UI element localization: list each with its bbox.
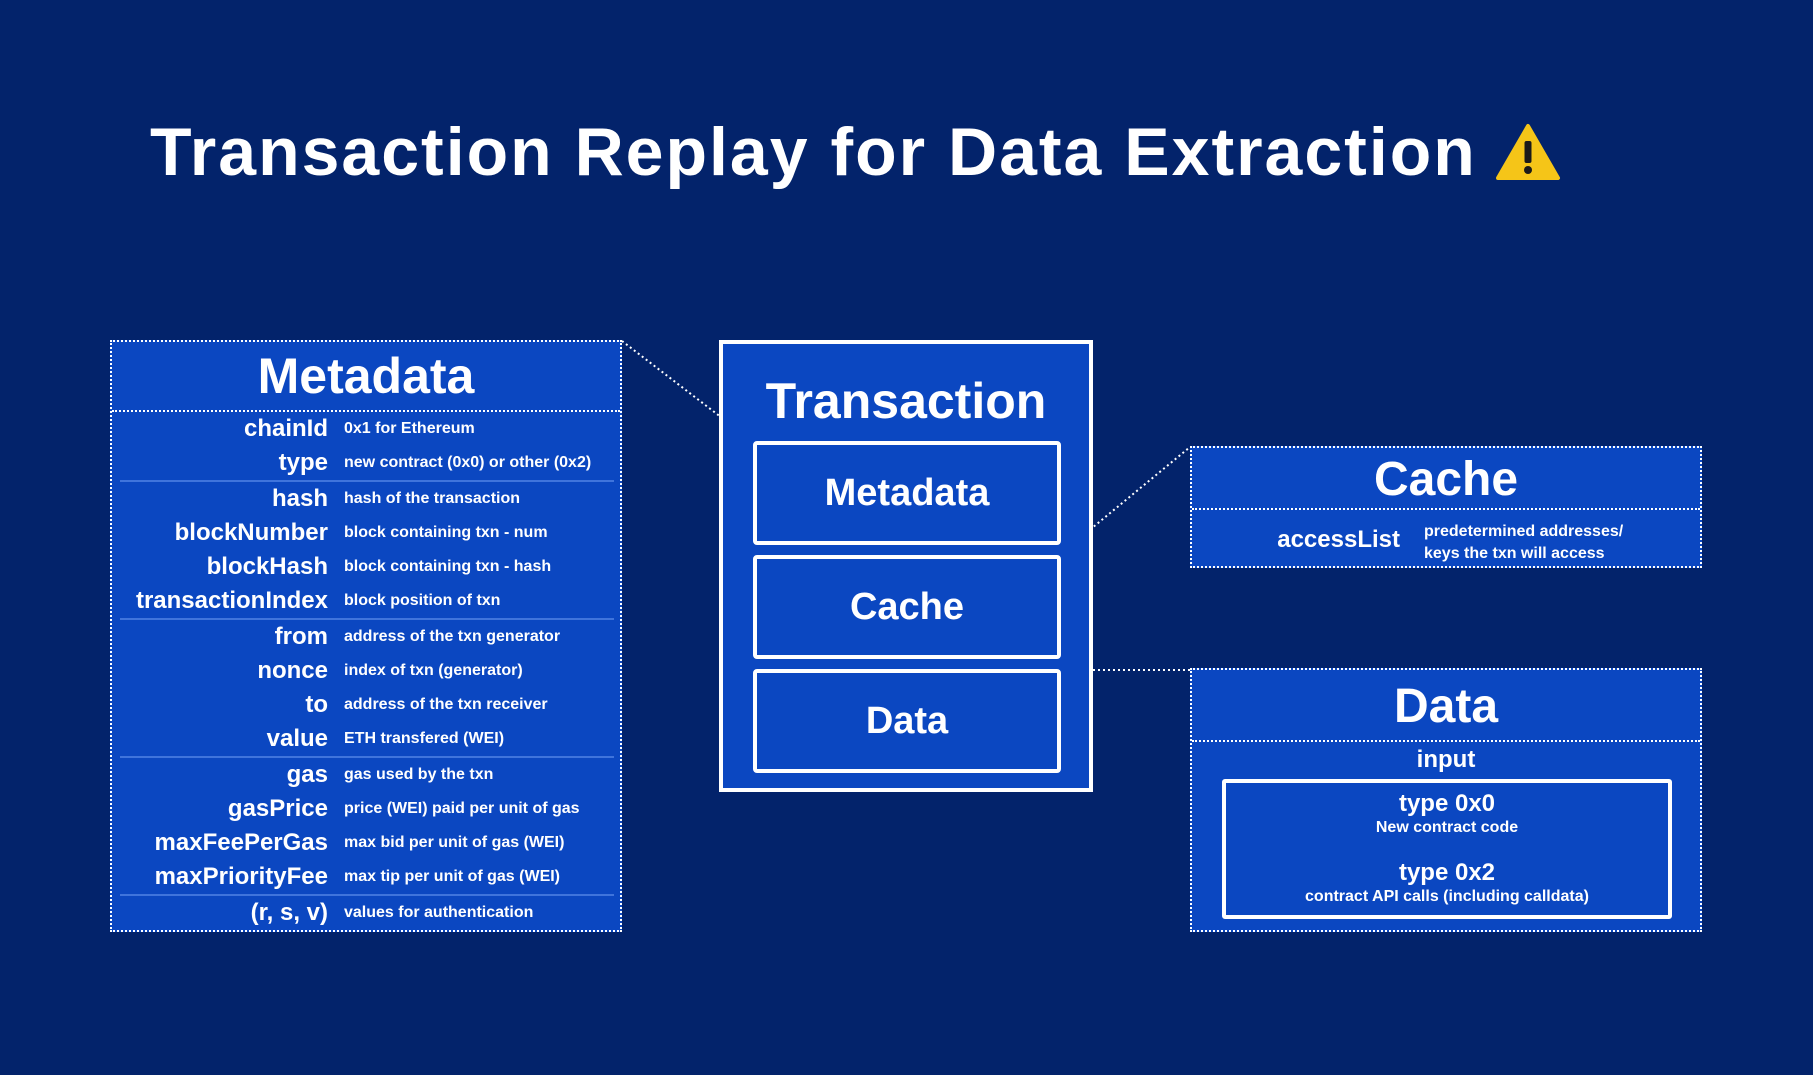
data-input-label: input <box>1416 746 1476 773</box>
metadata-field-row: transactionIndex block position of txn <box>112 584 620 618</box>
metadata-title-divider <box>112 410 620 412</box>
cache-desc-line2: keys the txn will access <box>1424 545 1605 562</box>
metadata-field-row: type new contract (0x0) or other (0x2) <box>112 446 620 480</box>
data-panel-title: Data <box>1393 680 1499 733</box>
data-type-0x0-label: type 0x0 <box>1398 790 1496 817</box>
cache-field-row: accessList predetermined addresses/ keys… <box>1192 510 1700 570</box>
metadata-field-name: gas <box>286 761 328 788</box>
cache-panel: Cache accessList predetermined addresses… <box>1190 446 1702 568</box>
metadata-field-row: chainId 0x1 for Ethereum <box>112 412 620 446</box>
cache-field-name: accessList <box>1277 526 1400 553</box>
data-type-0x0: type 0x0 New contract code <box>1226 791 1668 839</box>
metadata-field-name: maxFeePerGas <box>154 829 328 856</box>
transaction-title: Transaction <box>765 373 1047 429</box>
metadata-field-name: (r, s, v) <box>250 899 328 926</box>
metadata-field-row: nonce index of txn (generator) <box>112 654 620 688</box>
metadata-field-name: blockNumber <box>174 519 328 546</box>
metadata-field-desc: ETH transfered (WEI) <box>344 730 505 747</box>
metadata-field-desc: block containing txn - num <box>344 524 548 541</box>
cache-title-divider <box>1192 508 1700 510</box>
metadata-field-row: (r, s, v) values for authentication <box>112 896 620 930</box>
metadata-panel-title: Metadata <box>257 348 475 404</box>
metadata-field-row: blockHash block containing txn - hash <box>112 550 620 584</box>
metadata-field-name: transactionIndex <box>135 587 328 614</box>
metadata-field-desc: 0x1 for Ethereum <box>344 420 475 437</box>
metadata-field-name: hash <box>271 485 328 512</box>
metadata-field-name: chainId <box>243 415 328 442</box>
data-panel: Data input type 0x0 New contract code ty… <box>1190 668 1702 932</box>
metadata-field-desc: hash of the transaction <box>344 490 521 507</box>
transaction-box: Transaction Metadata Cache Data <box>719 340 1093 792</box>
metadata-fields: chainId 0x1 for Ethereum type new contract … <box>112 412 620 930</box>
metadata-field-desc: address of the txn receiver <box>344 696 548 713</box>
metadata-group-divider <box>120 756 614 758</box>
metadata-field-desc: block containing txn - hash <box>344 558 552 575</box>
data-type-0x0-desc: New contract code <box>1375 819 1519 836</box>
metadata-field-desc: index of txn (generator) <box>344 662 523 679</box>
transaction-item-data: Data <box>753 669 1061 773</box>
metadata-group-divider <box>120 894 614 896</box>
metadata-field-name: type <box>278 449 328 476</box>
page-title-text: Transaction Replay for Data Extraction <box>150 114 1477 190</box>
metadata-field-row: blockNumber block containing txn - num <box>112 516 620 550</box>
metadata-group-divider <box>120 480 614 482</box>
metadata-field-name: to <box>305 691 328 718</box>
metadata-field-row: gas gas used by the txn <box>112 758 620 792</box>
data-type-0x2-label: type 0x2 <box>1398 859 1496 886</box>
metadata-group-divider <box>120 618 614 620</box>
metadata-field-row: to address of the txn receiver <box>112 688 620 722</box>
data-type-0x2-desc: contract API calls (including calldata) <box>1305 888 1589 905</box>
cache-desc-line1: predetermined addresses/ <box>1424 523 1624 540</box>
metadata-field-desc: max tip per unit of gas (WEI) <box>344 868 561 885</box>
metadata-field-row: maxPriorityFee max tip per unit of gas (W… <box>112 860 620 894</box>
transaction-item-cache: Cache <box>753 555 1061 659</box>
metadata-field-name: blockHash <box>206 553 328 580</box>
page-title: Transaction Replay for Data Extraction <box>150 118 1560 186</box>
metadata-field-row: maxFeePerGas max bid per unit of gas (WEI… <box>112 826 620 860</box>
data-type-0x2: type 0x2 contract API calls (including c… <box>1226 860 1668 908</box>
metadata-panel: Metadata chainId 0x1 for Ethereum type new … <box>110 340 622 932</box>
data-title-divider <box>1192 740 1700 742</box>
cache-panel-title: Cache <box>1373 453 1519 506</box>
metadata-field-desc: price (WEI) paid per unit of gas <box>344 800 580 817</box>
metadata-field-name: maxPriorityFee <box>154 863 328 890</box>
metadata-field-name: value <box>266 725 328 752</box>
data-input-box: type 0x0 New contract code type 0x2 cont… <box>1222 779 1672 919</box>
metadata-field-desc: block position of txn <box>344 592 501 609</box>
metadata-field-row: gasPrice price (WEI) paid per unit of gas <box>112 792 620 826</box>
metadata-field-row: hash hash of the transaction <box>112 482 620 516</box>
metadata-field-row: value ETH transfered (WEI) <box>112 722 620 756</box>
transaction-item-metadata: Metadata <box>753 441 1061 545</box>
metadata-field-name: from <box>274 623 328 650</box>
metadata-field-desc: new contract (0x0) or other (0x2) <box>344 454 592 471</box>
metadata-field-name: gasPrice <box>227 795 328 822</box>
metadata-field-row: from address of the txn generator <box>112 620 620 654</box>
warning-icon <box>1495 124 1560 180</box>
metadata-field-desc: gas used by the txn <box>344 766 494 783</box>
metadata-field-desc: values for authentication <box>344 904 534 921</box>
metadata-field-desc: max bid per unit of gas (WEI) <box>344 834 565 851</box>
metadata-field-desc: address of the txn generator <box>344 628 561 645</box>
cache-field-desc: predetermined addresses/ keys the txn wi… <box>1424 521 1623 565</box>
metadata-field-name: nonce <box>257 657 328 684</box>
